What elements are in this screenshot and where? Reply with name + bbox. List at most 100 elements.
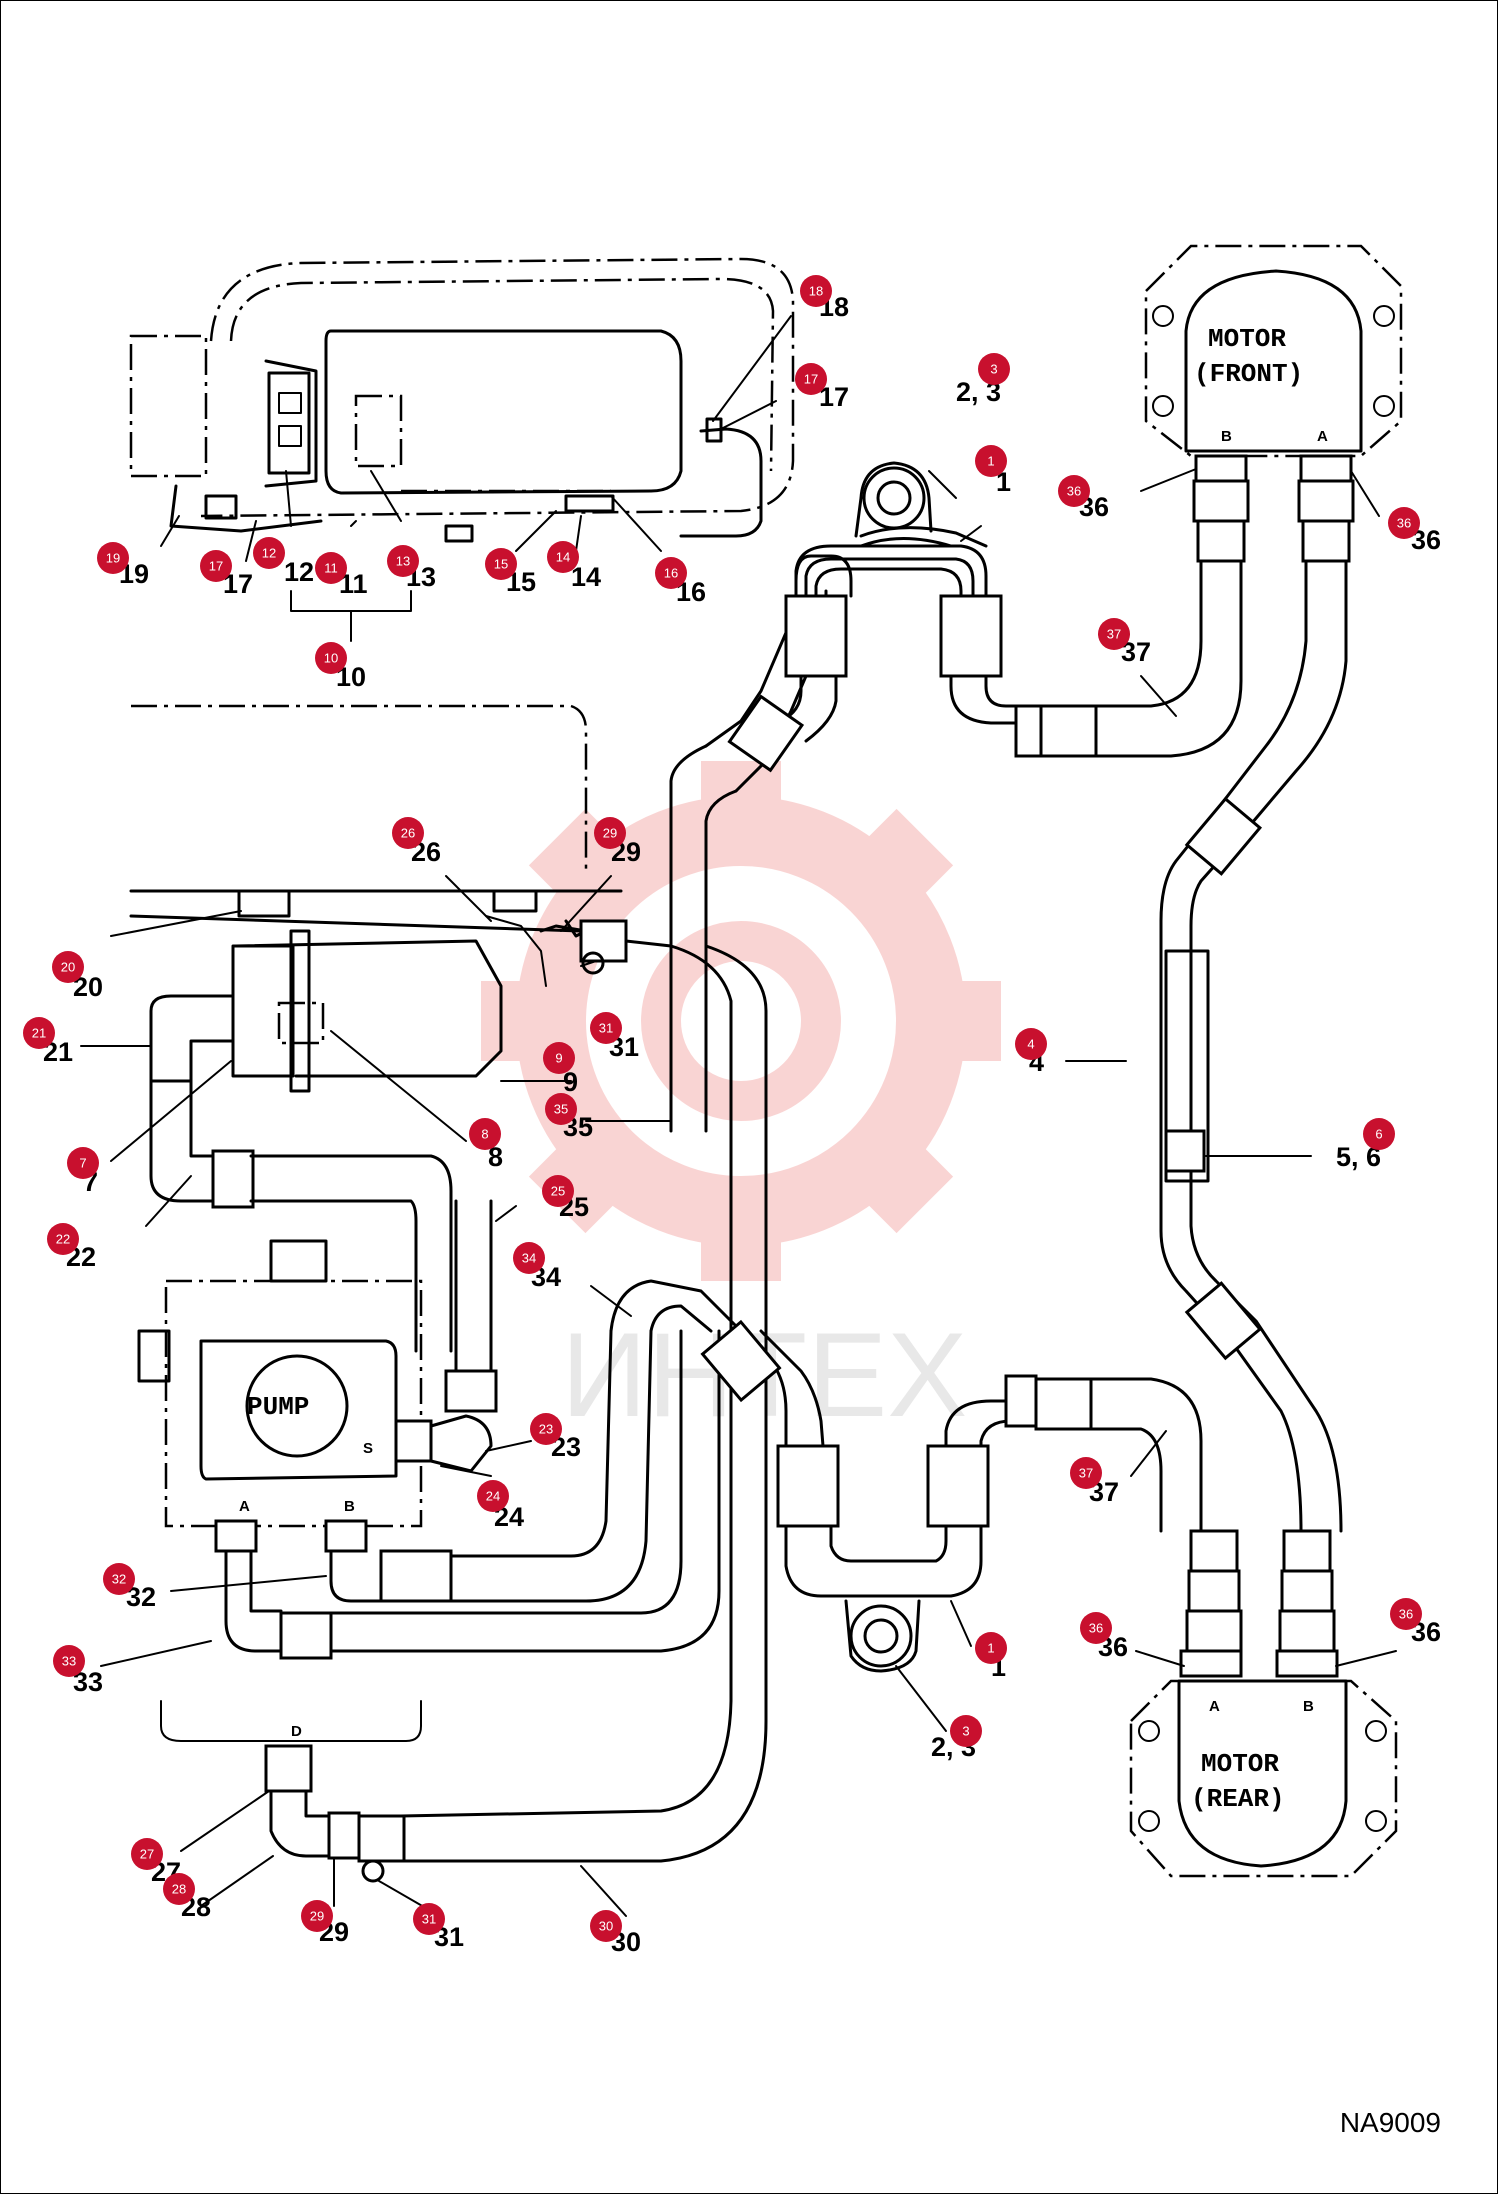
svg-text:31: 31: [422, 1912, 436, 1927]
filter-assembly: [129, 704, 673, 1353]
svg-text:36: 36: [1397, 516, 1411, 531]
svg-text:13: 13: [396, 554, 410, 569]
svg-text:36: 36: [1067, 484, 1081, 499]
svg-text:16: 16: [664, 566, 678, 581]
svg-text:37: 37: [1079, 1466, 1093, 1481]
drawing-code: NA9009: [1339, 2107, 1441, 2138]
svg-text:3: 3: [990, 362, 997, 377]
svg-text:36: 36: [1089, 1621, 1103, 1636]
svg-text:10: 10: [324, 651, 338, 666]
callout-10[interactable]: 10: [315, 642, 347, 674]
callout-16[interactable]: 16: [655, 557, 687, 589]
callout-8[interactable]: 8: [469, 1118, 501, 1150]
callout-14[interactable]: 14: [547, 541, 579, 573]
callout-36[interactable]: 36: [1058, 475, 1090, 507]
callout-1[interactable]: 1: [975, 1632, 1007, 1664]
callout-36[interactable]: 36: [1080, 1612, 1112, 1644]
callout-27[interactable]: 27: [131, 1838, 163, 1870]
callout-1[interactable]: 1: [975, 445, 1007, 477]
svg-text:11: 11: [324, 561, 338, 576]
svg-text:3: 3: [962, 1724, 969, 1739]
callout-3[interactable]: 3: [978, 353, 1010, 385]
motor-rear-subtitle: (REAR): [1191, 1784, 1285, 1814]
svg-text:7: 7: [79, 1156, 86, 1171]
upper-tube-assembly: [727, 461, 1243, 773]
motor-front-port-b: B: [1221, 428, 1232, 445]
lower-tube-assembly: [700, 1319, 1339, 1678]
svg-text:26: 26: [401, 826, 415, 841]
callout-23[interactable]: 23: [530, 1413, 562, 1445]
svg-text:17: 17: [209, 559, 223, 574]
svg-text:21: 21: [32, 1026, 46, 1041]
callout-32[interactable]: 32: [103, 1563, 135, 1595]
callout-34[interactable]: 34: [513, 1242, 545, 1274]
callout-25[interactable]: 25: [542, 1175, 574, 1207]
callout-3[interactable]: 3: [950, 1715, 982, 1747]
callout-37[interactable]: 37: [1070, 1457, 1102, 1489]
label-1: 1: [996, 467, 1011, 497]
label-12: 12: [284, 557, 314, 587]
pump-port-b: B: [344, 1498, 355, 1515]
callout-7[interactable]: 7: [67, 1147, 99, 1179]
callout-36[interactable]: 36: [1390, 1598, 1422, 1630]
motor-front-subtitle: (FRONT): [1194, 359, 1303, 389]
callout-4[interactable]: 4: [1015, 1028, 1047, 1060]
motor-front: MOTOR (FRONT) B A: [1144, 244, 1403, 1533]
svg-text:4: 4: [1027, 1037, 1034, 1052]
label-8: 8: [488, 1142, 503, 1172]
svg-text:30: 30: [599, 1919, 613, 1934]
callout-22[interactable]: 22: [47, 1223, 79, 1255]
motor-front-port-a: A: [1317, 428, 1328, 445]
label-9: 9: [563, 1067, 578, 1097]
pump-label: PUMP: [247, 1392, 309, 1422]
svg-text:33: 33: [62, 1654, 76, 1669]
callout-30[interactable]: 30: [590, 1910, 622, 1942]
svg-text:35: 35: [554, 1102, 568, 1117]
motor-rear-port-a: A: [1209, 1698, 1220, 1715]
callout-28[interactable]: 28: [163, 1873, 195, 1905]
callout-36[interactable]: 36: [1388, 507, 1420, 539]
svg-text:6: 6: [1375, 1127, 1382, 1142]
svg-text:17: 17: [804, 372, 818, 387]
callout-15[interactable]: 15: [485, 548, 517, 580]
svg-text:20: 20: [61, 960, 75, 975]
svg-text:29: 29: [310, 1909, 324, 1924]
callout-13[interactable]: 13: [387, 545, 419, 577]
callout-31[interactable]: 31: [413, 1903, 445, 1935]
svg-text:22: 22: [56, 1232, 70, 1247]
callout-12[interactable]: 12: [253, 537, 285, 569]
svg-text:29: 29: [603, 826, 617, 841]
svg-text:36: 36: [1399, 1607, 1413, 1622]
callout-35[interactable]: 35: [545, 1093, 577, 1125]
callout-17[interactable]: 17: [200, 550, 232, 582]
svg-text:12: 12: [262, 546, 276, 561]
svg-text:31: 31: [599, 1021, 613, 1036]
callout-11[interactable]: 11: [315, 552, 347, 584]
callout-29[interactable]: 29: [594, 817, 626, 849]
callout-18[interactable]: 18: [800, 275, 832, 307]
callout-29[interactable]: 29: [301, 1900, 333, 1932]
callout-19[interactable]: 19: [97, 542, 129, 574]
svg-text:32: 32: [112, 1572, 126, 1587]
pump-port-a: A: [239, 1498, 250, 1515]
callout-17[interactable]: 17: [795, 363, 827, 395]
svg-text:24: 24: [486, 1489, 500, 1504]
svg-text:1: 1: [987, 454, 994, 469]
callout-24[interactable]: 24: [477, 1480, 509, 1512]
callout-33[interactable]: 33: [53, 1645, 85, 1677]
callout-6[interactable]: 6: [1363, 1118, 1395, 1150]
callout-20[interactable]: 20: [52, 951, 84, 983]
callout-21[interactable]: 21: [23, 1017, 55, 1049]
callout-bubbles: 18 17 3 1 36 36 19 17 12 11 13 15 14 16 …: [23, 275, 1422, 1942]
svg-text:25: 25: [551, 1184, 565, 1199]
callout-26[interactable]: 26: [392, 817, 424, 849]
callout-9[interactable]: 9: [543, 1042, 575, 1074]
svg-text:19: 19: [106, 551, 120, 566]
callout-37[interactable]: 37: [1098, 618, 1130, 650]
label-14: 14: [571, 562, 601, 592]
callout-31[interactable]: 31: [590, 1012, 622, 1044]
pump-port-d: D: [291, 1723, 302, 1740]
svg-text:18: 18: [809, 284, 823, 299]
